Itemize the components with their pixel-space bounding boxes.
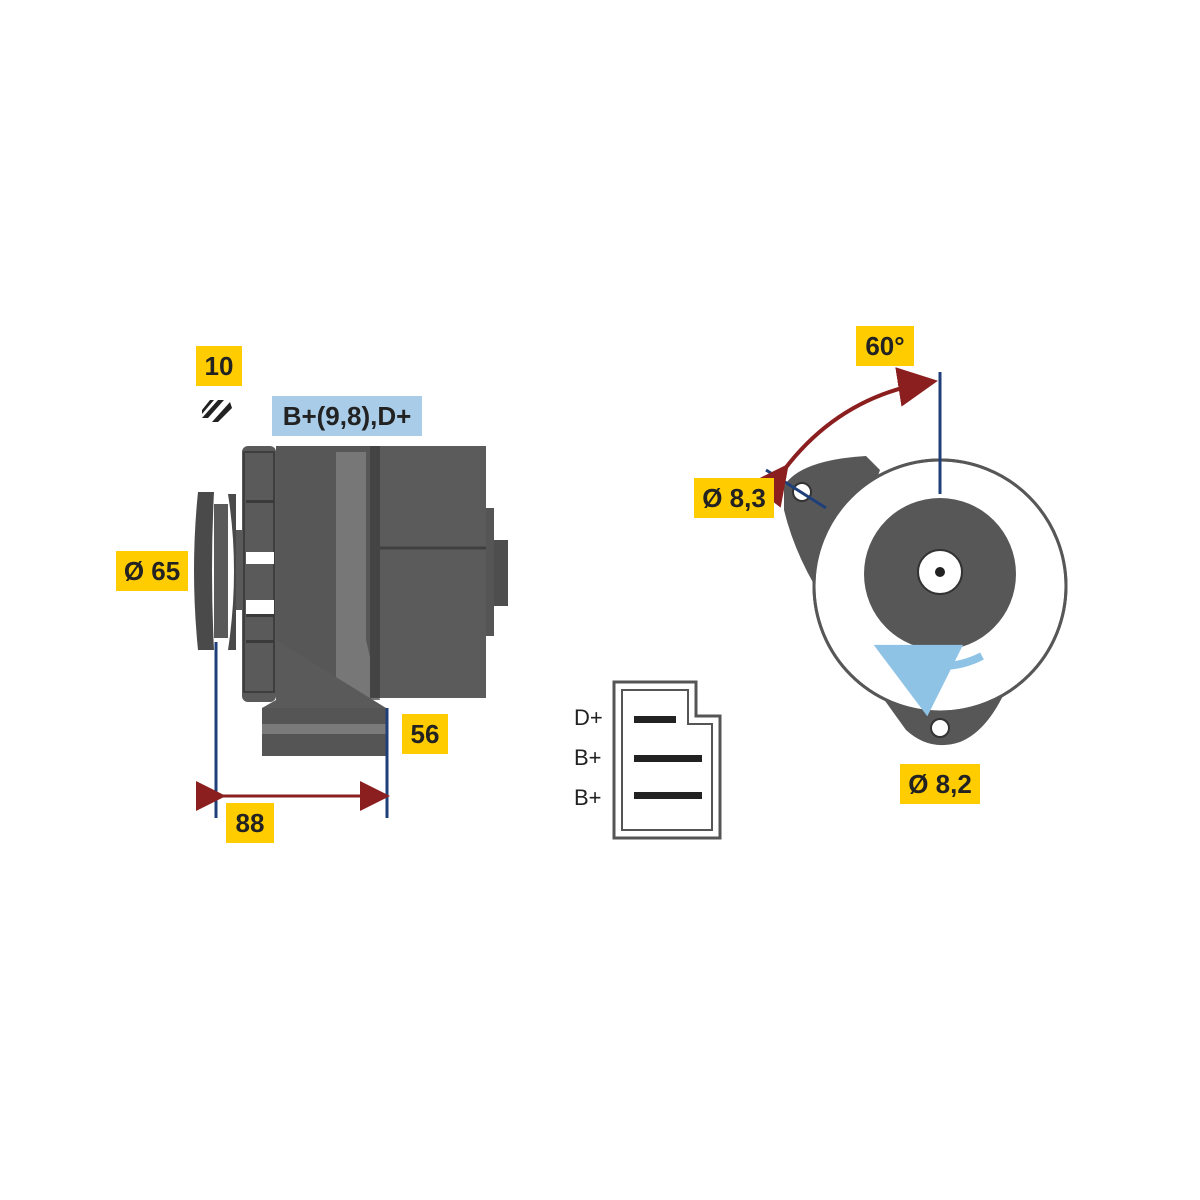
terminal-label-b-plus-2: B+: [574, 785, 602, 810]
length-56-label: 56: [402, 714, 448, 754]
angle-label: 60°: [856, 326, 914, 366]
length-88-label: 88: [226, 803, 274, 843]
rotation-direction-icon: [873, 644, 984, 717]
connection-label: B+(9,8),D+: [272, 396, 422, 436]
mounting-foot: [262, 640, 386, 756]
poles-label: 10: [196, 346, 242, 386]
terminal-label-b-plus-1: B+: [574, 745, 602, 770]
terminal-label-d-plus: D+: [574, 705, 603, 730]
lower-mount-hole: [930, 718, 950, 738]
side-view: [194, 398, 508, 818]
alternator-body: [276, 446, 508, 700]
pulley: [194, 492, 244, 650]
pulley-diameter-label: Ø 65: [116, 551, 188, 591]
terminal-pin-1: [634, 716, 676, 723]
front-view: [748, 367, 1068, 746]
hole-upper-label: Ø 8,3: [694, 478, 774, 518]
terminal-pin-2: [634, 755, 702, 762]
terminal-pin-3: [634, 792, 702, 799]
connector-plug: [612, 680, 722, 840]
angle-arc-arrow: [748, 367, 938, 508]
pole-count-icon: [202, 398, 232, 422]
hole-lower-label: Ø 8,2: [900, 764, 980, 804]
front-housing: [242, 446, 276, 702]
